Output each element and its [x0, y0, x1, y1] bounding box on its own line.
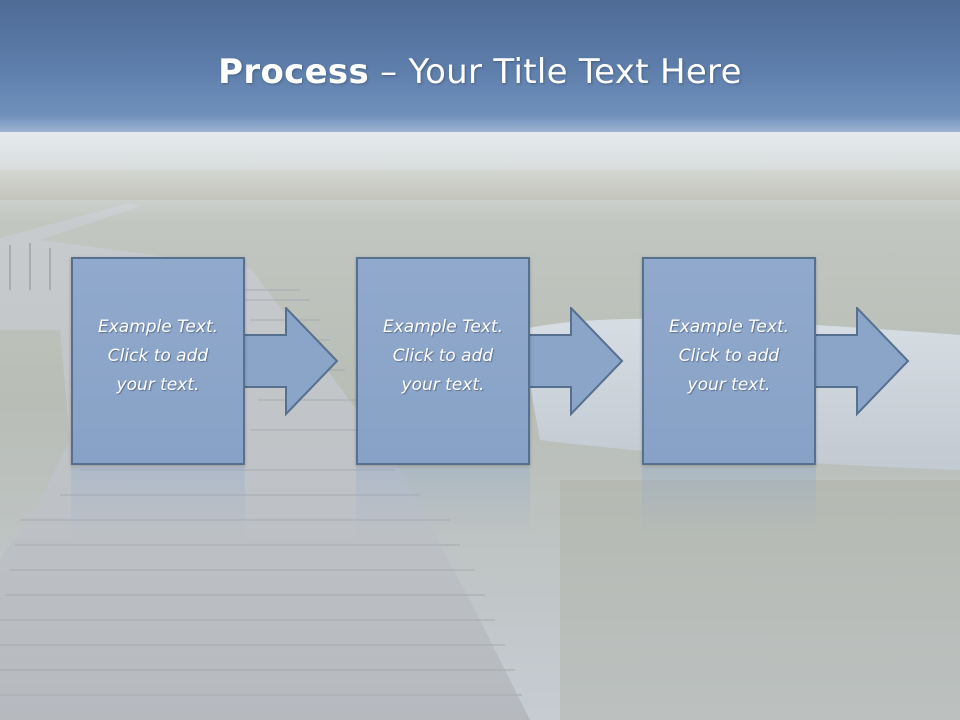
title-rest: – Your Title Text Here: [369, 52, 742, 92]
arrow-right-icon: [527, 307, 624, 417]
step-text[interactable]: Example Text. Click to add your text.: [97, 317, 219, 395]
slide-title[interactable]: Process – Your Title Text Here: [0, 52, 960, 92]
step-text[interactable]: Example Text. Click to add your text.: [668, 317, 790, 395]
arrow-right-icon: [813, 307, 910, 417]
step-reflection: [71, 467, 245, 537]
arrow-right-icon: [242, 307, 339, 417]
process-step-1[interactable]: Example Text. Click to add your text.: [71, 257, 245, 465]
step-reflection: [642, 467, 816, 537]
mist-overlay: [0, 132, 960, 222]
process-step-2[interactable]: Example Text. Click to add your text.: [356, 257, 530, 465]
header-band: [0, 0, 960, 132]
process-step-3[interactable]: Example Text. Click to add your text.: [642, 257, 816, 465]
step-text[interactable]: Example Text. Click to add your text.: [382, 317, 504, 395]
step-reflection: [356, 467, 530, 537]
title-bold: Process: [218, 52, 370, 92]
